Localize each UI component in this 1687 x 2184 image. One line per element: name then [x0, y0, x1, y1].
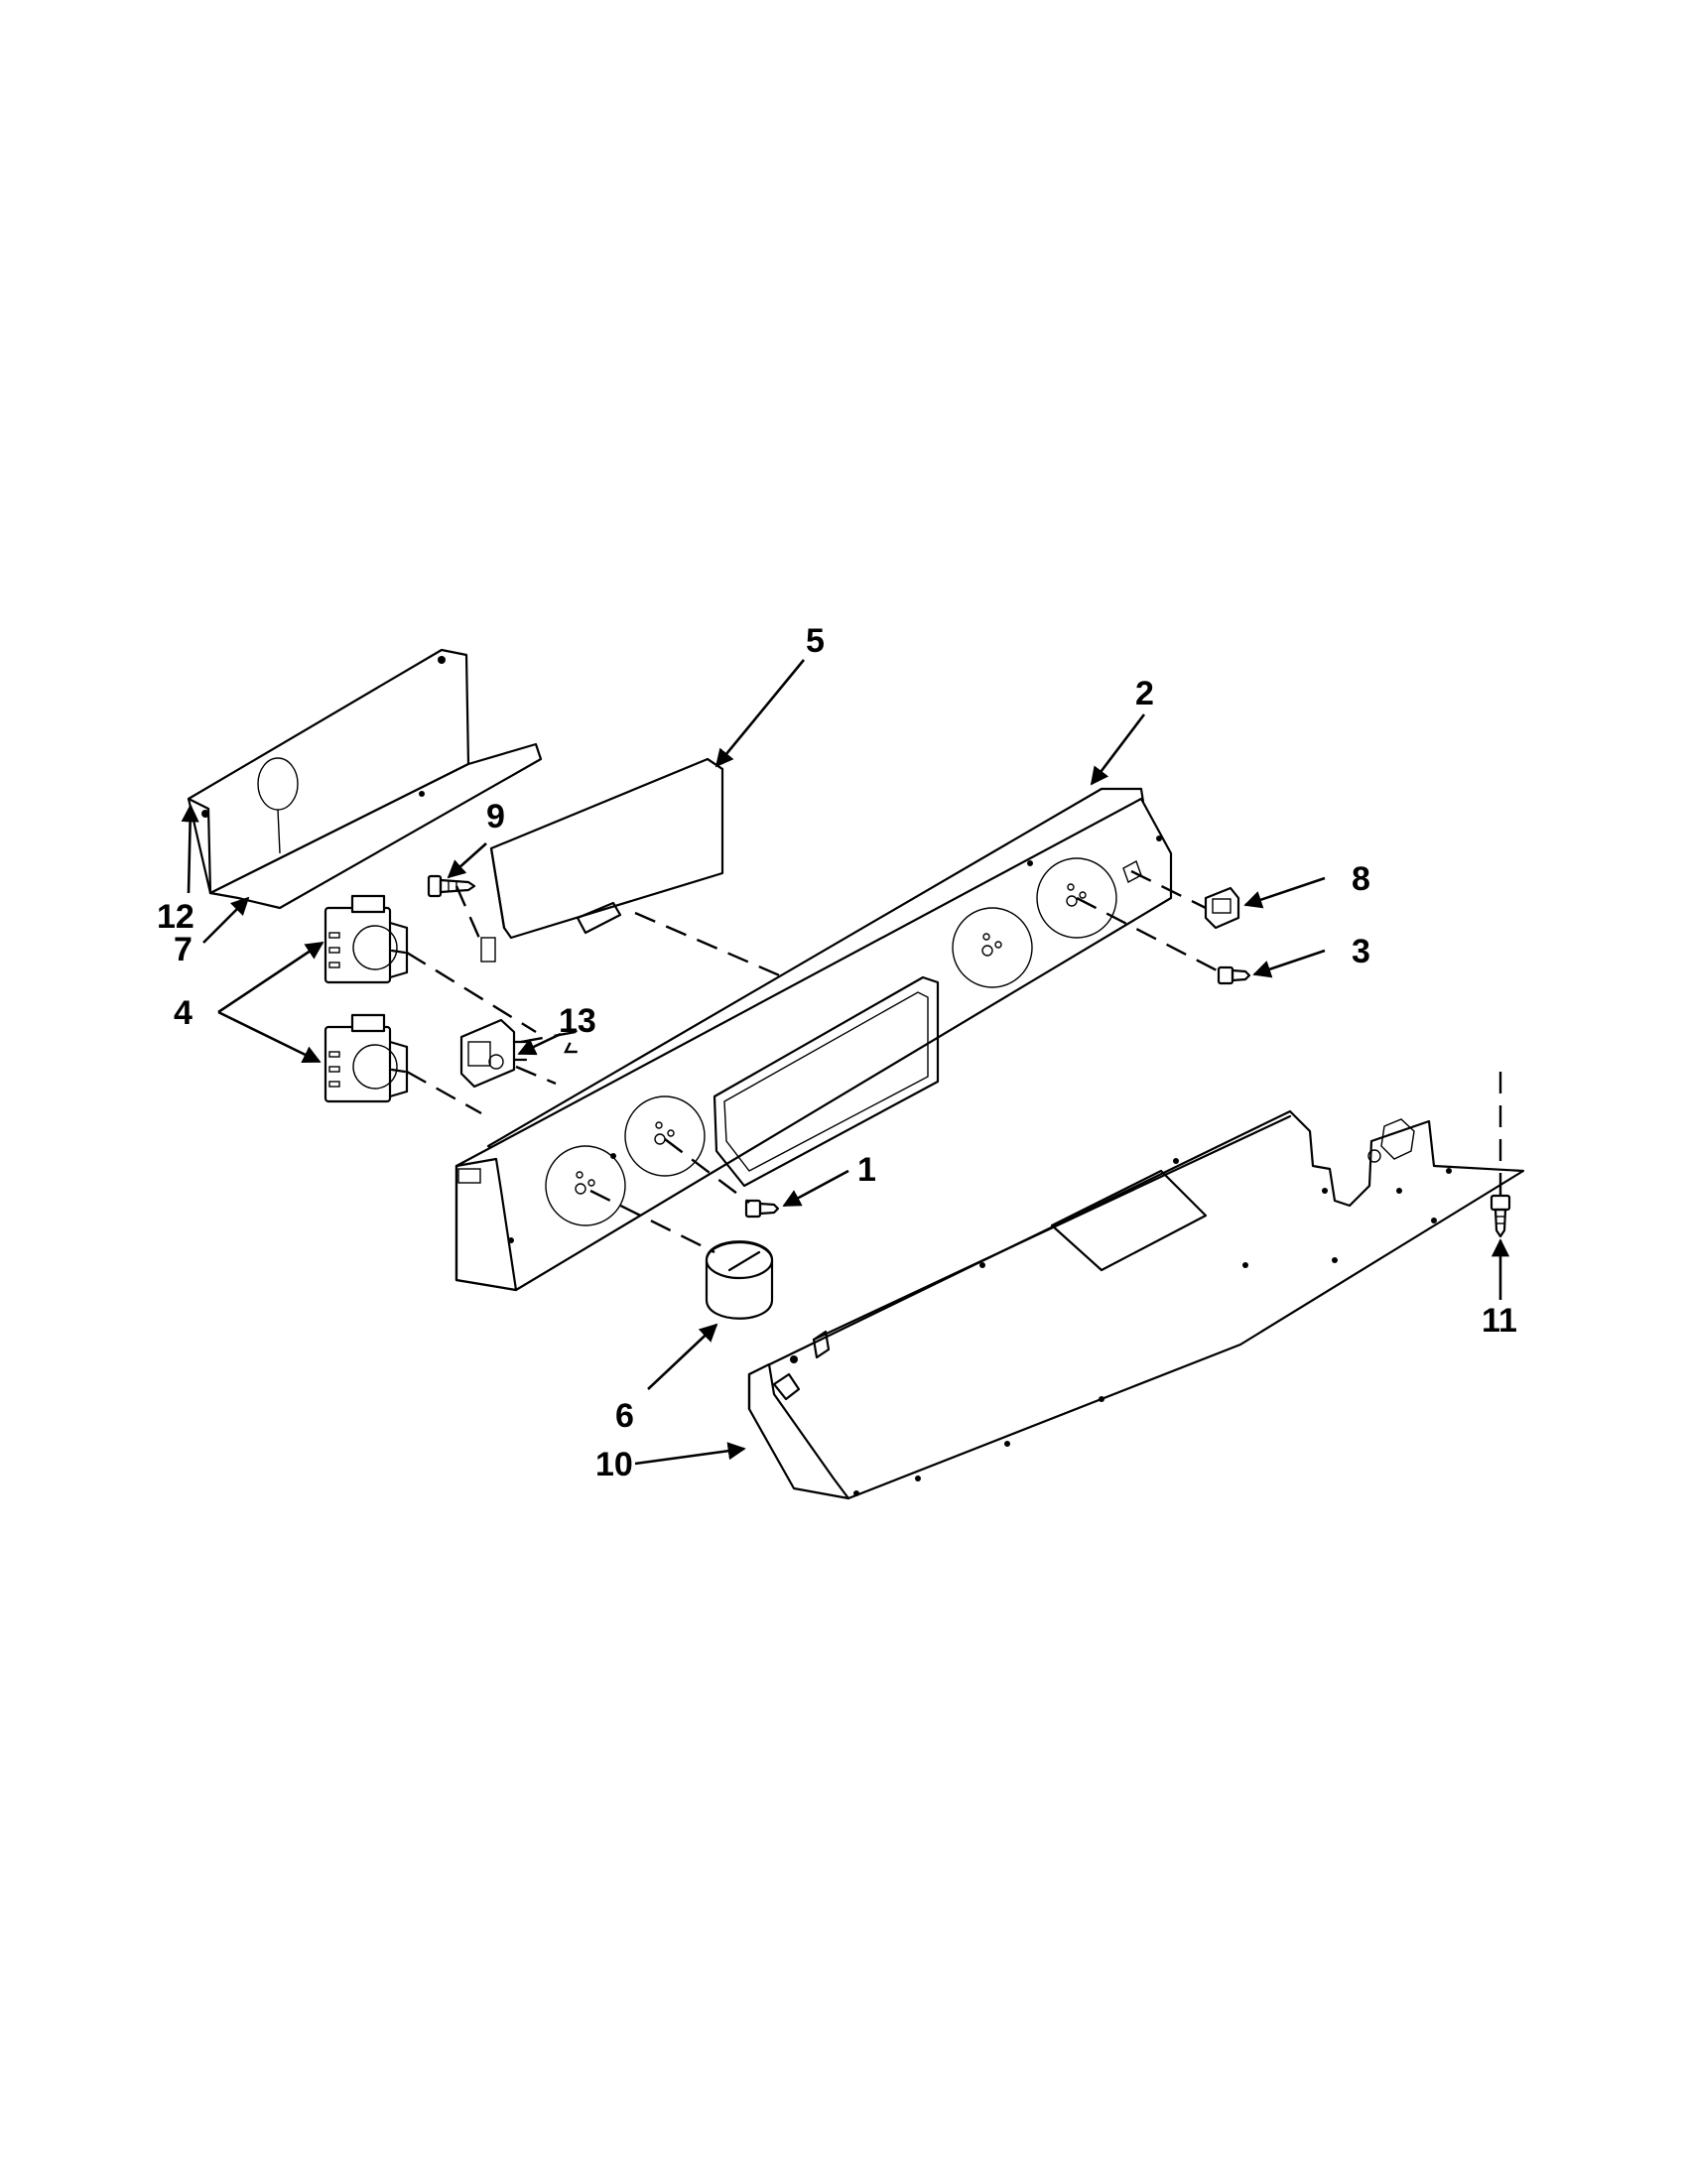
- screw-part-3: [1217, 965, 1251, 985]
- assembly-lines: [406, 869, 1502, 1254]
- control-knob: [705, 1240, 774, 1320]
- control-panel-console: [454, 787, 1173, 1292]
- callout-10: 10: [595, 1446, 633, 1483]
- screw-part-9: [427, 874, 476, 898]
- callout-8: 8: [1352, 860, 1370, 898]
- infinite-switch-upper: [324, 894, 409, 984]
- callout-3: 3: [1352, 933, 1370, 970]
- rocker-switch: [1204, 886, 1240, 930]
- callout-13: 13: [559, 1002, 596, 1040]
- callout-labels: 1 2 3 4 5 6 7 8 9 10 11 12 13: [157, 622, 1517, 1483]
- switch-part-13: [459, 1018, 528, 1089]
- callout-11: 11: [1482, 1302, 1517, 1340]
- infinite-switch-lower: [324, 1013, 409, 1103]
- callout-12: 12: [157, 898, 195, 936]
- base-bracket: [747, 1109, 1525, 1500]
- callout-5: 5: [806, 622, 825, 660]
- callout-1: 1: [857, 1151, 876, 1189]
- rear-shield-bracket: [187, 648, 543, 910]
- callout-7: 7: [174, 931, 193, 968]
- control-panel-overlay: [480, 757, 724, 963]
- callout-6: 6: [615, 1397, 634, 1435]
- screw-part-1: [744, 1199, 780, 1219]
- screw-part-11: [1490, 1194, 1511, 1238]
- callout-2: 2: [1135, 675, 1154, 712]
- callout-9: 9: [486, 798, 505, 835]
- callout-4: 4: [174, 994, 193, 1032]
- callout-leaders: [181, 659, 1510, 1466]
